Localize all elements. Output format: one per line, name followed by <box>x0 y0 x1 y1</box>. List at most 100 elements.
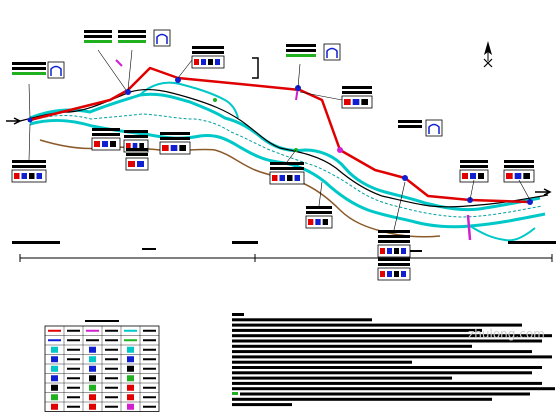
symbol-icon <box>394 248 399 254</box>
symbol-icon <box>272 175 278 181</box>
river-outline-upper <box>29 92 541 212</box>
legend-label-bar <box>143 367 156 370</box>
leader-line <box>297 63 301 89</box>
symbol-icon <box>36 173 42 179</box>
symbol-icon <box>380 271 385 277</box>
label-bar <box>398 125 422 128</box>
legend-label-bar <box>105 367 118 370</box>
callout-block <box>503 160 535 201</box>
legend-label-bar <box>105 405 118 408</box>
legend-symbol-icon <box>127 403 134 410</box>
node-marker <box>337 147 343 153</box>
label-bar <box>286 44 316 47</box>
symbol-icon <box>128 161 135 167</box>
label-bar <box>270 162 304 165</box>
tunnel-portal-icon <box>326 47 338 58</box>
label-bar <box>504 165 534 168</box>
symbol-icon <box>380 248 385 254</box>
notes-text-block <box>232 313 555 407</box>
route-nodes <box>27 77 533 205</box>
label-bar <box>378 263 410 266</box>
callout-block <box>398 120 422 128</box>
legend-symbol-icon <box>89 365 96 372</box>
legend-label-bar <box>67 358 80 361</box>
leader-line <box>97 49 127 91</box>
symbol-icon <box>102 141 108 147</box>
legend-symbol-icon <box>89 375 96 382</box>
callout-block <box>118 30 146 91</box>
legend-symbol-icon <box>127 346 134 353</box>
legend-label-bar <box>67 405 80 408</box>
bracket-mark <box>252 57 259 79</box>
notes-text-line <box>232 328 482 332</box>
legend-symbol-icon <box>51 356 58 363</box>
legend-symbol-icon <box>89 346 96 353</box>
symbol-icon <box>137 161 144 167</box>
legend-label-bar <box>67 339 80 342</box>
label-bar <box>12 62 46 65</box>
legend-table <box>44 320 160 412</box>
symbol-icon <box>523 173 530 179</box>
symbol-icon <box>14 173 20 179</box>
label-bar <box>92 133 120 136</box>
label-bar <box>126 148 148 151</box>
leader-line <box>393 181 406 231</box>
legend-symbol-icon <box>89 394 96 401</box>
label-bar <box>378 230 410 233</box>
label-bar <box>160 137 190 140</box>
legend-symbol-icon <box>127 384 134 391</box>
symbol-icon <box>170 145 178 151</box>
notes-text-line <box>232 334 552 338</box>
leader-line <box>299 91 343 101</box>
symbol-icon <box>352 99 360 105</box>
symbol-icon <box>94 141 100 147</box>
callout-block <box>377 181 411 258</box>
legend-label-bar <box>143 329 156 332</box>
symbol-icon <box>162 145 169 151</box>
riverbank-line <box>39 139 441 238</box>
label-bar <box>270 167 304 170</box>
tunnel-icon-frame <box>425 119 443 137</box>
legend-label-bar <box>67 396 80 399</box>
symbol-icon <box>179 145 186 151</box>
symbol-icon <box>401 271 406 277</box>
label-bar <box>124 130 148 133</box>
legend-symbol-icon <box>127 365 134 372</box>
node-marker <box>402 175 408 181</box>
notes-text-line <box>232 323 522 327</box>
label-bar <box>342 86 372 89</box>
callout-block <box>177 46 225 79</box>
label-bar <box>160 132 190 135</box>
node-marker <box>27 117 33 123</box>
label-bar <box>378 258 410 261</box>
notes-text-line <box>232 397 492 401</box>
label-bar <box>124 135 148 138</box>
legend-label-bar <box>143 386 156 389</box>
label-bar <box>12 165 46 168</box>
legend-symbol-icon <box>51 365 58 372</box>
label-bar <box>460 160 488 163</box>
legend-symbol-icon <box>89 356 96 363</box>
notes-text-line <box>232 355 552 359</box>
callout-block <box>159 132 191 155</box>
callout-block <box>12 61 65 119</box>
leader-line <box>28 123 31 161</box>
symbol-icon <box>279 175 285 181</box>
symbol-icon <box>315 219 321 225</box>
notes-text-line <box>232 371 532 375</box>
label-bar <box>306 211 332 214</box>
legend-symbol-icon <box>127 375 134 382</box>
label-bar <box>286 49 316 52</box>
legend-label-bar <box>105 396 118 399</box>
legend-label-bar <box>105 348 118 351</box>
callout-block <box>153 29 171 47</box>
symbol-icon <box>208 59 213 65</box>
label-bar <box>398 120 422 123</box>
legend-label-bar <box>143 377 156 380</box>
legend-label-bar <box>105 377 118 380</box>
legend-label-bar <box>105 339 118 342</box>
river-centerline <box>29 113 543 218</box>
label-bar <box>192 46 224 49</box>
leader-line <box>127 49 133 91</box>
symbol-icon <box>21 173 27 179</box>
